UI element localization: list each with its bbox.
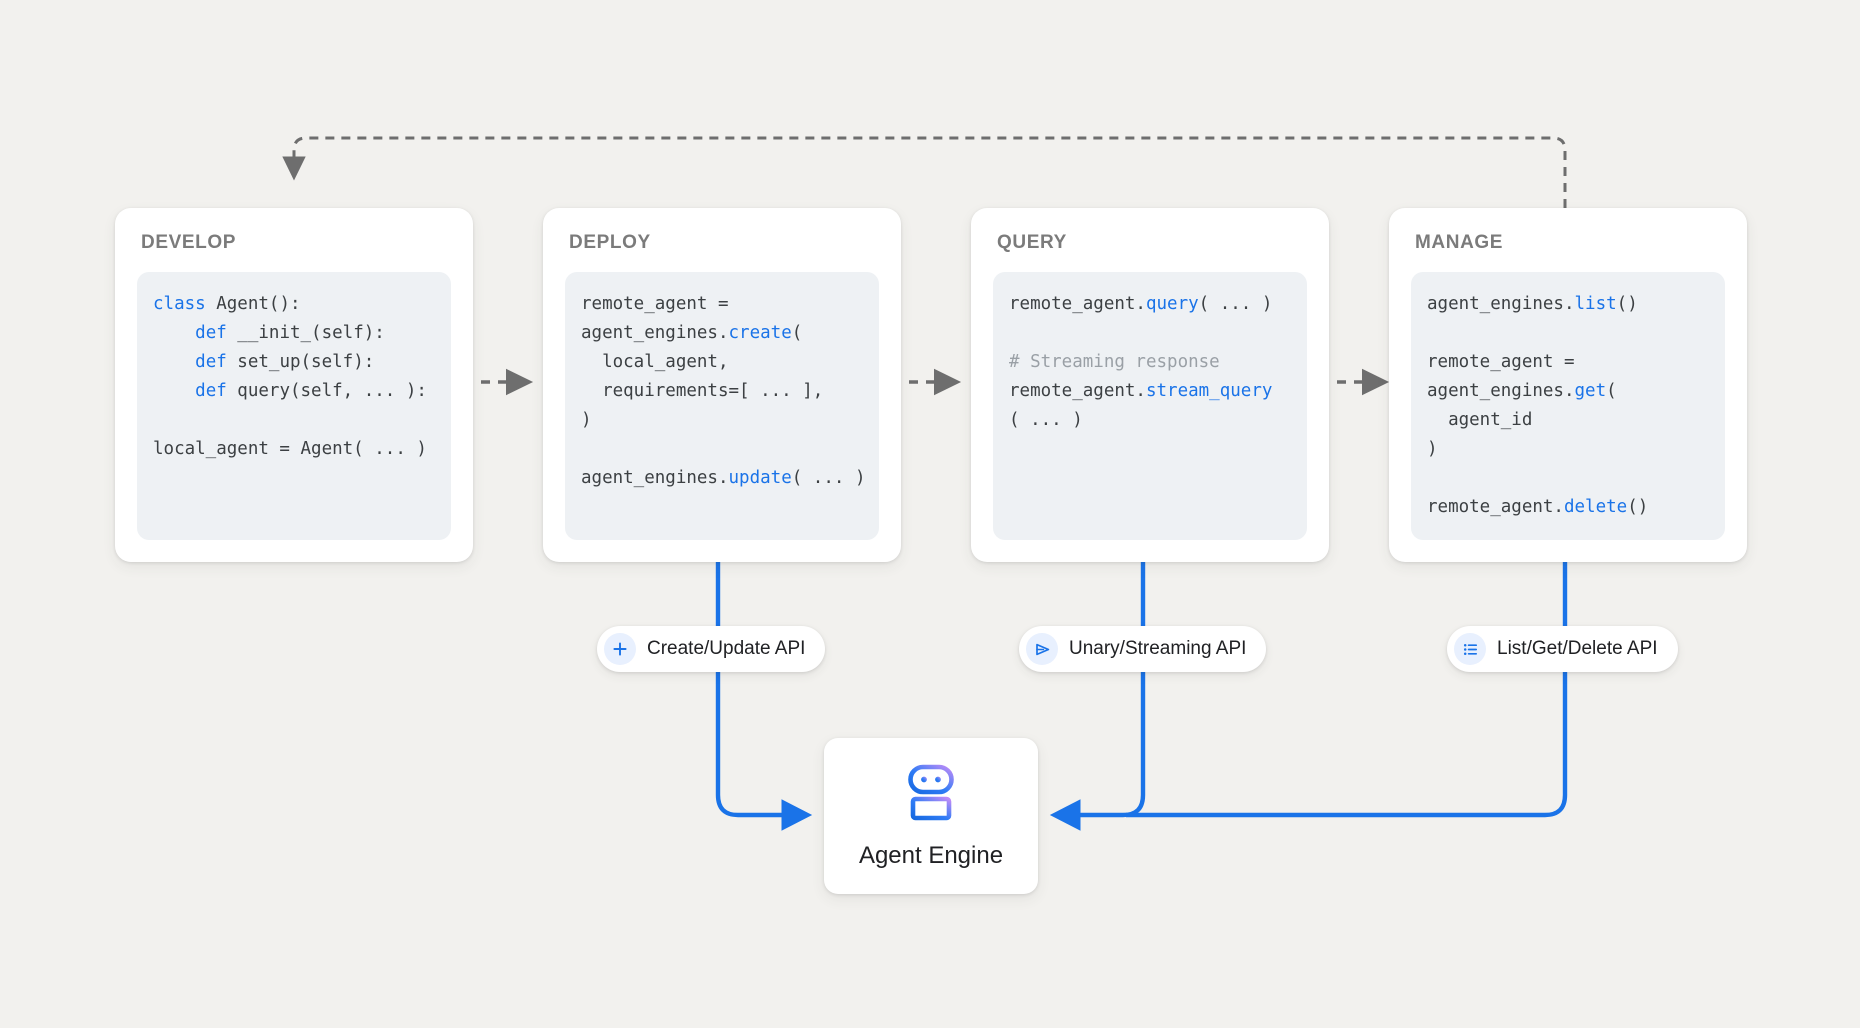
agent-engine-node[interactable]: Agent Engine (824, 738, 1038, 894)
robot-icon (898, 763, 964, 828)
plus-icon (604, 633, 636, 665)
api-pill-list-get-delete[interactable]: List/Get/Delete API (1447, 626, 1678, 672)
api-pill-label: List/Get/Delete API (1497, 638, 1658, 659)
deploy-to-agent-engine-connector (715, 562, 813, 831)
api-pill-label: Unary/Streaming API (1069, 638, 1247, 659)
code-block-deploy: remote_agent = agent_engines.create( loc… (565, 272, 879, 540)
stage-card-query[interactable]: QUERY remote_agent.query( ... ) # Stream… (971, 208, 1329, 562)
agent-engine-label: Agent Engine (858, 841, 1004, 869)
code-block-manage: agent_engines.list() remote_agent = agen… (1411, 272, 1725, 540)
stage-title-deploy: DEPLOY (569, 232, 651, 253)
code-block-develop: class Agent(): def __init_(self): def se… (137, 272, 451, 540)
stage-title-manage: MANAGE (1415, 232, 1504, 253)
code-block-query: remote_agent.query( ... ) # Streaming re… (993, 272, 1307, 540)
feedback-loop-connector (282, 136, 1567, 208)
stage-title-query: QUERY (997, 232, 1067, 253)
stage-card-develop[interactable]: DEVELOP class Agent(): def __init_(self)… (115, 208, 473, 562)
stage-card-deploy[interactable]: DEPLOY remote_agent = agent_engines.crea… (543, 208, 901, 562)
query-to-agent-engine-connector (1049, 562, 1146, 831)
api-pill-label: Create/Update API (647, 638, 806, 659)
api-pill-create-update[interactable]: Create/Update API (597, 626, 826, 672)
stage-card-manage[interactable]: MANAGE agent_engines.list() remote_agent… (1389, 208, 1747, 562)
manage-to-agent-engine-connector (1126, 562, 1568, 818)
send-triangle-icon (1026, 633, 1058, 665)
stage-title-develop: DEVELOP (141, 232, 236, 253)
api-pill-unary-streaming[interactable]: Unary/Streaming API (1019, 626, 1267, 672)
list-icon (1454, 633, 1486, 665)
